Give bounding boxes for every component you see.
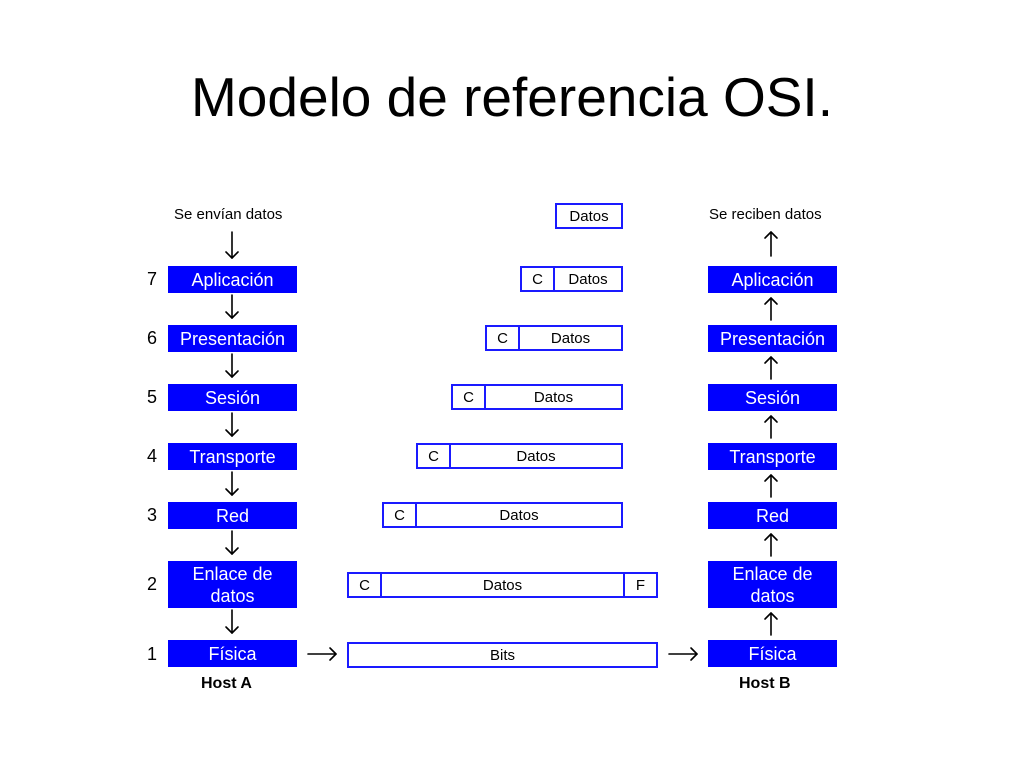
host-a-caption: Se envían datos: [174, 206, 283, 223]
layer-label: Sesión: [204, 387, 261, 408]
packet-layer-6: C Datos: [485, 325, 623, 351]
host-b-layer-red: Red: [708, 502, 837, 529]
layer-number-2: 2: [146, 574, 157, 594]
packet-data: Datos: [555, 203, 623, 229]
host-b-layer-fisica: Física: [708, 640, 837, 667]
layer-number-5: 5: [146, 387, 157, 407]
layer-label: Transporte: [729, 446, 816, 467]
packet-data-label: Datos: [550, 329, 591, 347]
packet-layer-7: C Datos: [520, 266, 623, 292]
layer-label: Presentación: [179, 328, 286, 349]
host-a-layer-fisica: Física: [168, 640, 297, 667]
layer-number-3: 3: [146, 505, 157, 525]
layer-label: Enlace de datos: [732, 563, 813, 606]
packet-data-label: Datos: [516, 447, 556, 465]
host-b-layer-sesion: Sesión: [708, 384, 837, 411]
packet-data-label: Datos: [568, 270, 608, 288]
up-arrow-icon: [764, 297, 778, 321]
packet-header: C: [384, 504, 417, 526]
right-arrow-icon: [668, 647, 698, 661]
layer-label: Presentación: [719, 328, 826, 349]
down-arrow-icon: [225, 471, 239, 496]
layer-label: Aplicación: [191, 269, 274, 290]
up-arrow-icon: [764, 415, 778, 439]
down-arrow-icon: [225, 294, 239, 319]
layer-number-1: 1: [146, 644, 157, 664]
host-b-caption: Se reciben datos: [709, 206, 822, 223]
packet-header: C: [418, 445, 451, 467]
layer-label: Red: [215, 505, 250, 526]
layer-label: Enlace de datos: [192, 563, 273, 606]
host-b-layer-aplicacion: Aplicación: [708, 266, 837, 293]
packet-data-label: Datos: [482, 576, 523, 594]
slide-title: Modelo de referencia OSI.: [190, 66, 833, 128]
host-a-layer-sesion: Sesión: [168, 384, 297, 411]
down-arrow-icon: [225, 609, 239, 634]
down-arrow-icon: [225, 412, 239, 437]
right-arrow-icon: [307, 647, 337, 661]
packet-layer-3: C Datos: [382, 502, 623, 528]
up-arrow-icon: [764, 533, 778, 557]
packet-data-label: Datos: [569, 207, 609, 225]
up-arrow-icon: [764, 612, 778, 636]
host-b-label: Host B: [739, 675, 791, 692]
host-a-layer-presentacion: Presentación: [168, 325, 297, 352]
host-b-layer-transporte: Transporte: [708, 443, 837, 470]
packet-header: C: [349, 574, 382, 596]
layer-label: Transporte: [189, 446, 276, 467]
packet-header: C: [487, 327, 520, 349]
packet-layer-4: C Datos: [416, 443, 623, 469]
up-arrow-icon: [764, 231, 778, 257]
layer-label: Física: [748, 643, 797, 664]
layer-label: Física: [208, 643, 257, 664]
packet-layer-5: C Datos: [451, 384, 623, 410]
layer-number-7: 7: [146, 269, 157, 289]
layer-label: Sesión: [744, 387, 801, 408]
packet-trailer: F: [623, 574, 656, 596]
packet-layer-2: C Datos F: [347, 572, 658, 598]
down-arrow-icon: [225, 530, 239, 555]
host-a-layer-transporte: Transporte: [168, 443, 297, 470]
packet-header: C: [453, 386, 486, 408]
packet-data-label: Datos: [499, 506, 539, 524]
packet-data-label: Datos: [533, 388, 574, 406]
down-arrow-icon: [225, 231, 239, 259]
down-arrow-icon: [225, 353, 239, 378]
host-a-layer-red: Red: [168, 502, 297, 529]
layer-label: Red: [755, 505, 790, 526]
host-a-layer-enlace: Enlace de datos: [168, 561, 297, 608]
layer-number-4: 4: [146, 446, 157, 466]
layer-number-6: 6: [146, 328, 157, 348]
host-a-layer-aplicacion: Aplicación: [168, 266, 297, 293]
host-b-layer-presentacion: Presentación: [708, 325, 837, 352]
host-a-label: Host A: [201, 675, 252, 692]
host-b-layer-enlace: Enlace de datos: [708, 561, 837, 608]
packet-bits-label: Bits: [489, 646, 515, 664]
layer-label: Aplicación: [731, 269, 814, 290]
packet-layer-1: Bits: [347, 642, 658, 668]
up-arrow-icon: [764, 474, 778, 498]
packet-header: C: [522, 268, 555, 290]
up-arrow-icon: [764, 356, 778, 380]
